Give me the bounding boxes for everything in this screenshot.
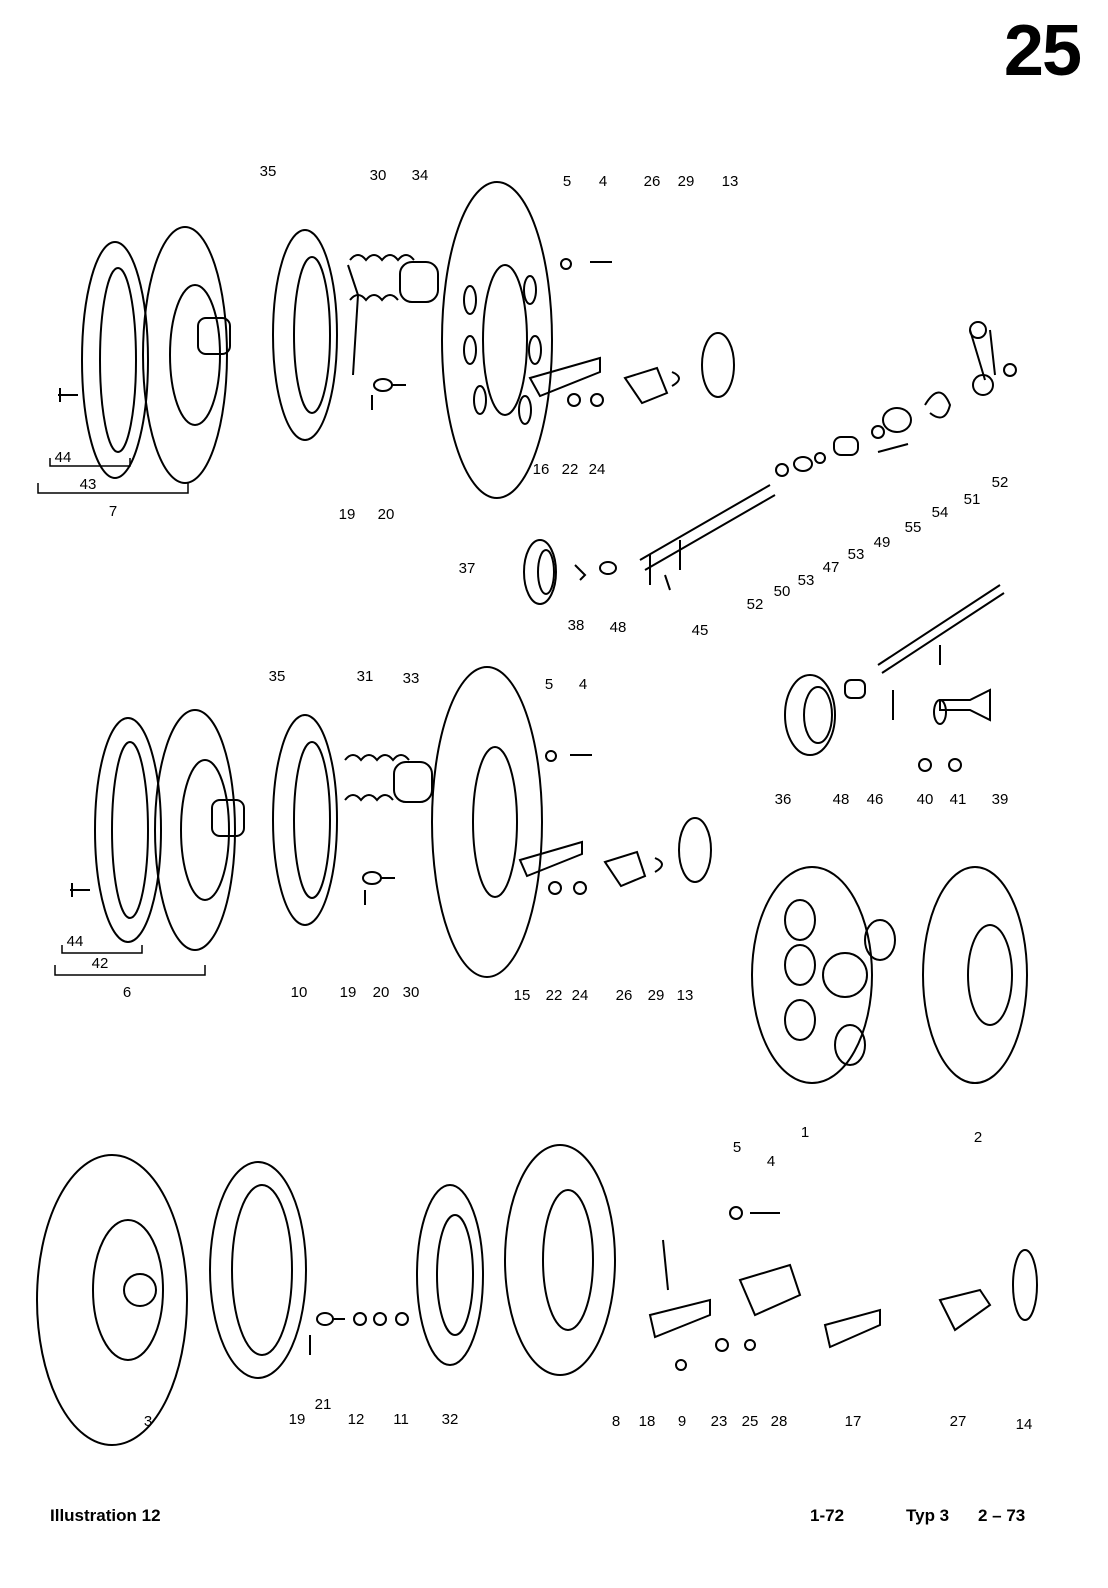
callout: 19	[339, 984, 357, 1001]
callout: 49	[873, 534, 891, 551]
callout: 36	[774, 791, 792, 808]
callout: 3	[143, 1413, 153, 1430]
callout: 19	[338, 506, 356, 523]
callout: 22	[561, 461, 579, 478]
callout: 48	[832, 791, 850, 808]
callout: 23	[710, 1413, 728, 1430]
callout: 24	[571, 987, 589, 1004]
callout: 5	[562, 173, 572, 190]
callout: 17	[844, 1413, 862, 1430]
callout: 53	[847, 546, 865, 563]
clutch-disc-middle	[70, 709, 245, 951]
callout: 30	[402, 984, 420, 1001]
callout: 18	[638, 1413, 656, 1430]
callout: 29	[677, 173, 695, 190]
callout: 38	[567, 617, 585, 634]
back-plate-top	[441, 181, 735, 499]
vehicle-type: Typ 3	[906, 1506, 950, 1525]
callout: 28	[770, 1413, 788, 1430]
callout: 29	[647, 987, 665, 1004]
pressure-plate-top	[272, 229, 439, 441]
callout: 13	[721, 173, 739, 190]
release-assembly-middle	[784, 584, 1005, 772]
clutch-assemblies-right	[751, 866, 1028, 1084]
callout: 25	[741, 1413, 759, 1430]
callout: 27	[949, 1413, 967, 1430]
callout: 19	[288, 1411, 306, 1428]
callout: 44	[54, 449, 72, 466]
callout: 22	[545, 987, 563, 1004]
callout: 26	[643, 173, 661, 190]
callout: 35	[259, 163, 277, 180]
callout: 24	[588, 461, 606, 478]
clutch-disc-top	[58, 226, 231, 484]
callout: 8	[611, 1413, 621, 1430]
callout: 16	[532, 461, 550, 478]
callout: 14	[1015, 1416, 1033, 1433]
callout: 13	[676, 987, 694, 1004]
callout: 50	[773, 583, 791, 600]
callout: 42	[91, 955, 109, 972]
callout: 52	[991, 474, 1009, 491]
callout: 4	[766, 1153, 776, 1170]
bottom-parts	[36, 1144, 1038, 1446]
callout: 12	[347, 1411, 365, 1428]
callout: 26	[615, 987, 633, 1004]
callout: 35	[268, 668, 286, 685]
callout: 30	[369, 167, 387, 184]
callout: 46	[866, 791, 884, 808]
callout: 10	[290, 984, 308, 1001]
callout: 2	[973, 1129, 983, 1146]
callout: 44	[66, 933, 84, 950]
callout: 43	[79, 476, 97, 493]
callout: 51	[963, 491, 981, 508]
callout: 39	[991, 791, 1009, 808]
callout: 34	[411, 167, 429, 184]
callout: 20	[377, 506, 395, 523]
callout: 1	[800, 1124, 810, 1141]
callout: 4	[578, 676, 588, 693]
callout: 33	[402, 670, 420, 687]
callout: 6	[122, 984, 132, 1001]
callout: 32	[441, 1411, 459, 1428]
callout: 37	[458, 560, 476, 577]
callout: 7	[108, 503, 118, 520]
callout: 21	[314, 1396, 332, 1413]
callout: 9	[677, 1413, 687, 1430]
date-from: 1-72	[810, 1506, 845, 1525]
callout: 5	[732, 1139, 742, 1156]
callout: 4	[598, 173, 608, 190]
callout: 41	[949, 791, 967, 808]
illustration-label: Illustration 12	[50, 1506, 161, 1525]
callout: 52	[746, 596, 764, 613]
callout: 11	[393, 1411, 409, 1428]
callout: 15	[513, 987, 531, 1004]
callout: 40	[916, 791, 934, 808]
pressure-plate-middle	[272, 666, 712, 978]
callout: 53	[797, 572, 815, 589]
callout: 54	[931, 504, 949, 521]
release-shaft-top	[523, 321, 1017, 605]
callout: 48	[609, 619, 627, 636]
callout: 45	[691, 622, 709, 639]
callout: 47	[822, 559, 840, 576]
callout: 31	[356, 668, 374, 685]
page-number: 25	[1003, 11, 1082, 91]
callout: 5	[544, 676, 554, 693]
date-to: 2 – 73	[978, 1506, 1026, 1525]
callout: 55	[904, 519, 922, 536]
callout: 20	[372, 984, 390, 1001]
